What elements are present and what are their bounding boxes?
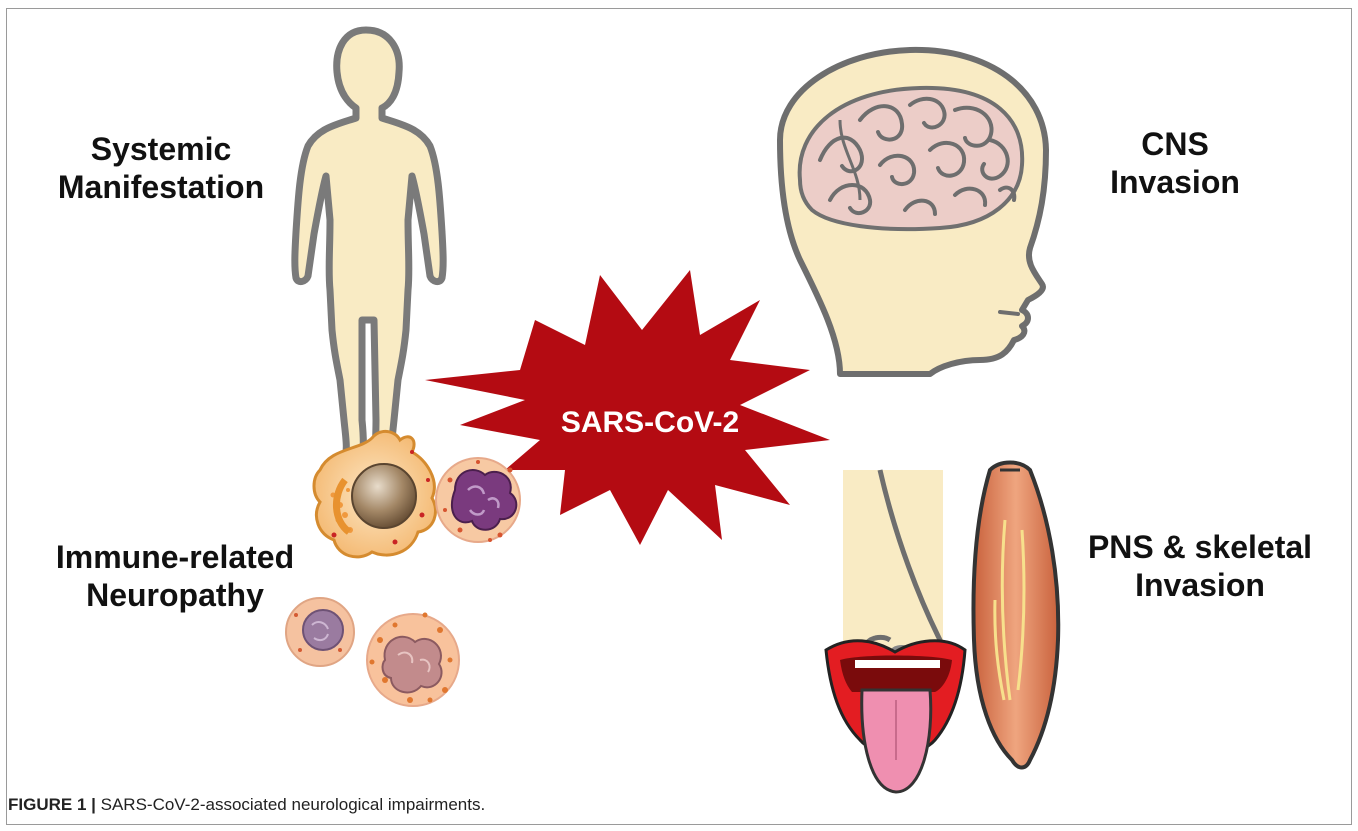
caption-prefix: FIGURE 1 | — [8, 795, 96, 814]
pns-label-line1: PNS & skeletal — [1060, 528, 1340, 566]
brain-head-icon — [780, 50, 1046, 374]
systemic-label: Systemic Manifestation — [46, 130, 276, 207]
figure-caption: FIGURE 1 | SARS-CoV-2-associated neurolo… — [8, 795, 485, 815]
immune-label: Immune-related Neuropathy — [30, 538, 320, 615]
immune-cells-icon — [286, 431, 520, 706]
human-body-icon — [295, 30, 443, 471]
pns-label-line2: Invasion — [1060, 566, 1340, 604]
cns-label-line1: CNS — [1060, 125, 1290, 163]
center-label: SARS-CoV-2 — [530, 405, 770, 441]
cns-label-line2: Invasion — [1060, 163, 1290, 201]
cns-label: CNS Invasion — [1060, 125, 1290, 202]
immune-label-line2: Neuropathy — [30, 576, 320, 614]
systemic-label-line2: Manifestation — [46, 168, 276, 206]
tongue-mouth-icon — [826, 641, 965, 792]
systemic-label-line1: Systemic — [46, 130, 276, 168]
muscle-icon — [973, 463, 1058, 768]
immune-label-line1: Immune-related — [30, 538, 320, 576]
caption-text: SARS-CoV-2-associated neurological impai… — [101, 795, 486, 814]
pns-label: PNS & skeletal Invasion — [1060, 528, 1340, 605]
